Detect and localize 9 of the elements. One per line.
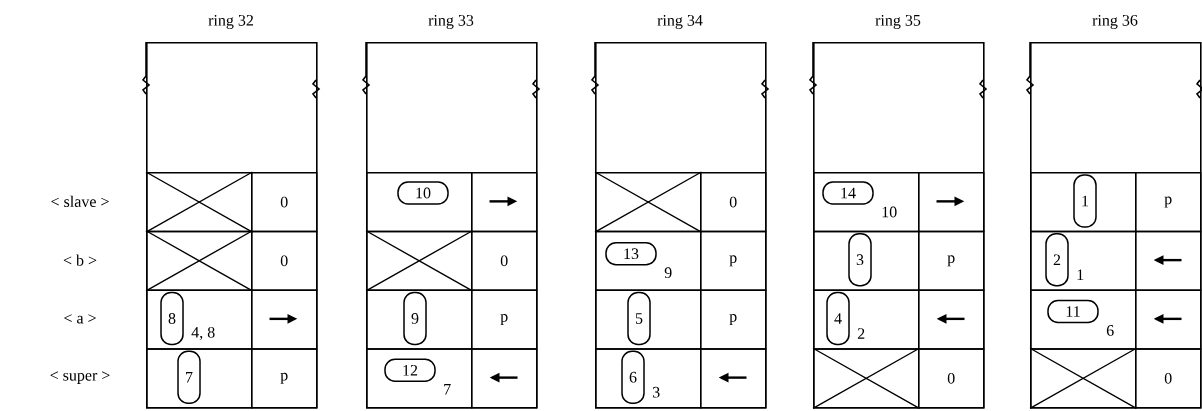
ring-title: ring 33 <box>428 15 474 29</box>
ring-title: ring 35 <box>875 15 921 29</box>
ring-title: ring 32 <box>208 15 253 29</box>
row-label: < super > <box>50 371 110 384</box>
row-label: < b > <box>63 254 97 266</box>
ring-title: ring 36 <box>1092 15 1138 29</box>
ring-title: ring 34 <box>657 15 703 29</box>
row-label: < slave > <box>51 195 109 207</box>
row-label: < a > <box>64 314 96 324</box>
